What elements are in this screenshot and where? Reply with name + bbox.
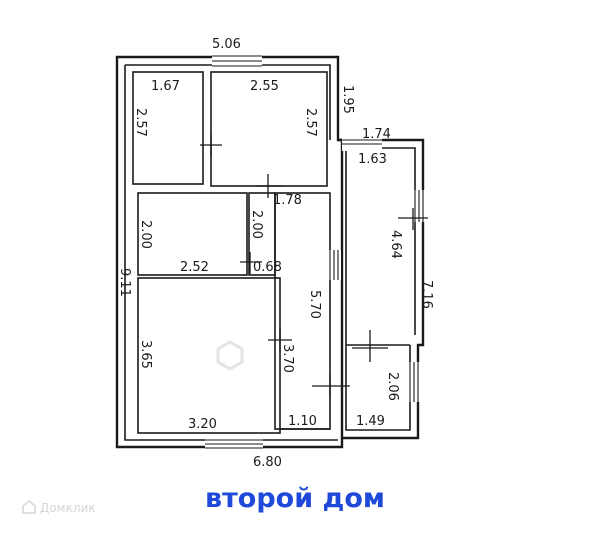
window-hall-right (327, 250, 341, 280)
room-3 (137, 192, 248, 276)
window-annex-top (342, 137, 382, 151)
room-1 (132, 71, 204, 185)
watermark-brand-text: Домклик (39, 501, 96, 515)
window-porch-right (407, 362, 421, 402)
dim-annex-length: 4.64 (388, 230, 403, 259)
window-bottom (205, 436, 263, 451)
dim-room2-width: 2.55 (250, 79, 279, 94)
dim-top-width: 5.06 (212, 37, 241, 52)
dim-closet-height: 2.00 (249, 210, 264, 239)
window-annex-right (412, 190, 426, 222)
watermark-center (215, 340, 245, 371)
dim-right-upper: 1.95 (340, 85, 355, 114)
dim-room3-height: 2.00 (138, 220, 153, 249)
main-house-inner-wall (124, 64, 338, 441)
dim-porch-width: 1.49 (356, 414, 385, 429)
dim-room3-width: 2.52 (180, 260, 209, 275)
dim-room4-width: 3.20 (188, 417, 217, 432)
house-logo-icon (22, 500, 36, 514)
dim-room1-height: 2.57 (133, 108, 148, 137)
dim-room2-height: 2.57 (303, 108, 318, 137)
dim-annex-total: 7.16 (419, 280, 434, 309)
dim-annex-inner-width: 1.63 (358, 152, 387, 167)
dim-hall-end-width: 1.10 (288, 414, 317, 429)
dim-porch-height: 2.06 (385, 372, 400, 401)
dim-left-height: 9.11 (117, 268, 132, 297)
dim-bottom-width: 6.80 (253, 455, 282, 470)
door-marks (200, 134, 428, 398)
annex-inner-wall (345, 147, 416, 431)
dim-room4-height-inner: 3.70 (280, 344, 295, 373)
dim-hall-length: 5.70 (307, 290, 322, 319)
dim-annex-width: 1.74 (362, 127, 391, 142)
annex-outer-wall (338, 138, 425, 440)
watermark-brand: Домклик (22, 500, 96, 515)
plan-caption: второй дом (205, 483, 385, 514)
room-4 (137, 277, 281, 434)
window-top (212, 53, 262, 69)
dim-room1-width: 1.67 (151, 79, 180, 94)
dim-room4-height: 3.65 (138, 340, 153, 369)
dim-closet-width: 0.68 (253, 260, 282, 275)
watermark-logo-icon (216, 340, 244, 371)
dim-corridor-width: 1.78 (273, 193, 302, 208)
